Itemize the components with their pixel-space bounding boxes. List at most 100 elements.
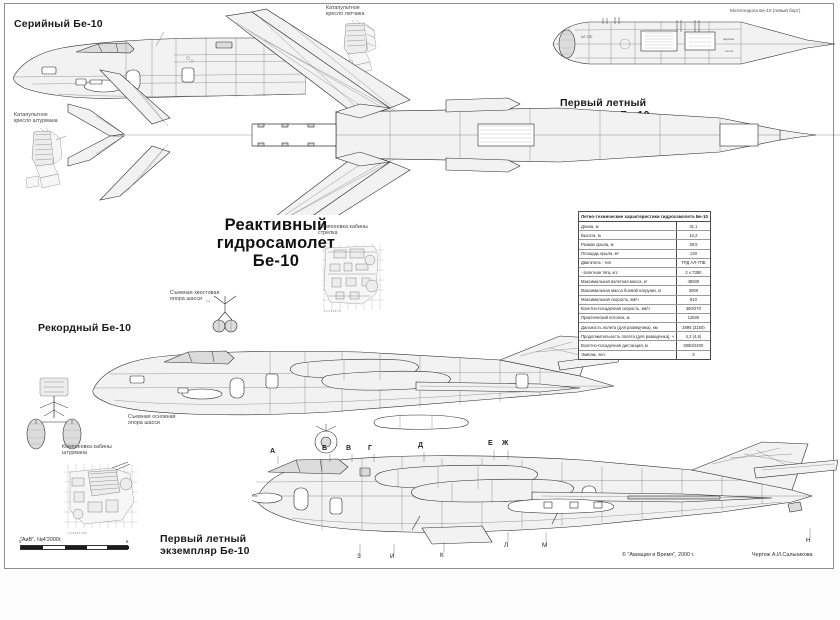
engine-nacelle-detail: АЛ-7ПБ сопло форсаж	[552, 17, 835, 65]
gunner-cockpit-text: Компоновка кабины стрелка	[318, 224, 368, 237]
spec-table-header: Летно-технические характеристики гидроса…	[579, 212, 710, 222]
navigator-cockpit-text: Компоновка кабины штурмана	[62, 444, 112, 457]
spec-row-label: Взлетно-посадочная дистанция, м	[579, 340, 677, 351]
callout-pilot-seat: Катапультное кресло летчика	[326, 5, 388, 17]
svg-text:1 2 3 4 5 6 7 8 9: 1 2 3 4 5 6 7 8 9	[68, 531, 87, 535]
serial-label-text: Серийный Бе-10	[14, 18, 103, 30]
spec-row-label: Дальность полета (для разведчика), км	[579, 322, 677, 333]
label-serial-be10: Серийный Бе-10	[14, 18, 103, 30]
record-nose-wheel-detail	[314, 424, 338, 454]
section-letter-a: А	[270, 448, 276, 455]
be10-main-side-view	[252, 441, 838, 545]
tail-gear-text: Съемная хвостовая опора шасси	[170, 290, 220, 303]
spec-table: Летно-технические характеристики гидроса…	[578, 211, 711, 360]
scale-start: 0	[19, 539, 22, 544]
source-credit: "АиВ", №4'2000г.	[20, 537, 62, 543]
section-letter-e: Е	[488, 440, 493, 447]
navigator-cockpit-layout: 1 2 3 4 5 6 7 8 9	[64, 461, 138, 535]
spec-row-value: 910	[675, 294, 710, 305]
first-flight-bottom-text: Первый летный экземпляр Бе-10	[160, 533, 250, 557]
spec-row-label: Взлетно-посадочная скорость, км/ч	[579, 304, 677, 314]
spec-row-value: 2895 (3150)	[675, 322, 710, 333]
spec-row-value: 2 х 7350	[675, 267, 710, 278]
section-letter-k: К	[440, 552, 444, 559]
navigator-ejection-seat-sketch	[25, 127, 67, 189]
spec-row-label: Максимальная взлетная масса, кг	[579, 276, 677, 287]
record-be10-side-view	[92, 335, 620, 430]
callout-main-gear: Съемная основная опора шасси	[128, 414, 188, 426]
spec-row-value: 31,1	[675, 221, 710, 232]
spec-row-label: Длина, м	[579, 221, 677, 232]
nacelle-text: Мотогондола Бе-10 (левый борт)	[730, 8, 801, 13]
spec-row-value: 10,2	[675, 230, 710, 241]
gunner-cockpit-layout: 1 2 3 4 5 6 7 8	[322, 244, 384, 313]
spec-row-label: Практический потолок, м	[579, 313, 677, 324]
section-letter-i: И	[390, 553, 395, 560]
spec-table-inner: Летно-технические характеристики гидроса…	[579, 212, 710, 359]
svg-text:АЛ-7ПБ: АЛ-7ПБ	[581, 35, 593, 39]
scale-end: 5	[126, 539, 129, 544]
spec-row-value: 360/270	[675, 304, 710, 314]
section-letter-v: В	[346, 445, 352, 452]
spec-row-value: 48500	[675, 276, 710, 287]
section-tick-marks-upper	[277, 450, 509, 464]
page-title: Реактивный гидросамолет Бе-10	[196, 216, 356, 270]
navigator-seat-text: Катапультное кресло штурмана	[14, 112, 58, 125]
label-first-flight-bottom: Первый летный экземпляр Бе-10	[160, 533, 250, 557]
scale-bar	[20, 545, 129, 550]
tail-landing-gear-sketch	[206, 295, 238, 333]
spec-row-label: Продолжительность полета (для разведчика…	[579, 331, 677, 342]
section-letter-n: Н	[806, 537, 811, 544]
spec-row-label: Двигатель - тип	[579, 257, 677, 268]
spec-row-label: Экипаж, чел.	[581, 352, 606, 358]
spec-row-value: 3000	[675, 285, 710, 296]
copyright-credit: © "Авиация и Время", 2000 г.	[622, 552, 695, 558]
spec-row-label: Площадь крыла, м²	[579, 249, 677, 259]
label-record-be10: Рекордный Бе-10	[38, 322, 131, 334]
section-letter-l: Л	[504, 542, 509, 549]
author-credit: Чертеж А.И.Сальникова	[752, 552, 813, 558]
spec-row-value: 3	[675, 350, 710, 359]
callout-navigator-seat: Катапультное кресло штурмана	[14, 112, 76, 124]
spec-row-value: 130	[675, 249, 710, 259]
svg-text:сопло: сопло	[725, 49, 734, 53]
main-gear-text: Съемная основная опора шасси	[128, 414, 176, 427]
spec-row-label: Максимальная масса боевой нагрузки, кг	[579, 285, 677, 296]
spec-row-value: 28,5	[675, 239, 710, 250]
spec-row-label: Размах крыла, м	[579, 239, 677, 250]
svg-text:форсаж: форсаж	[723, 37, 734, 41]
scale-bar-wrap: 0 5	[19, 539, 129, 550]
callout-nacelle: Мотогондола Бе-10 (левый борт)	[730, 8, 800, 13]
callout-gunner-cockpit: Компоновка кабины стрелка	[318, 224, 384, 236]
record-label-text: Рекордный Бе-10	[38, 322, 132, 334]
spec-row-label: Максимальная скорость, км/ч	[579, 294, 677, 305]
main-title-text: Реактивный гидросамолет Бе-10	[216, 216, 336, 270]
section-tick-marks-lower	[359, 528, 811, 554]
spec-row-label: - взлетная тяга, кгс	[579, 267, 677, 278]
svg-text:1 2 3 4 5 6 7 8: 1 2 3 4 5 6 7 8	[324, 309, 341, 313]
spec-row-label: Высота, м	[579, 230, 677, 241]
section-letter-z: З	[357, 553, 361, 560]
callout-navigator-cockpit: Компоновка кабины штурмана	[62, 444, 126, 456]
section-letter-b: Б	[322, 445, 328, 452]
be10-plan-view	[67, 8, 840, 215]
section-letter-g: Г	[368, 445, 372, 452]
section-letter-d: Д	[418, 442, 423, 449]
spec-row-value: ТРД АЛ-7ПБ	[675, 257, 710, 268]
main-landing-gear-sketch	[26, 377, 82, 450]
spec-row: Продолжительность полета (для разведчика…	[579, 331, 710, 342]
callout-tail-gear: Съемная хвостовая опора шасси	[170, 290, 226, 302]
